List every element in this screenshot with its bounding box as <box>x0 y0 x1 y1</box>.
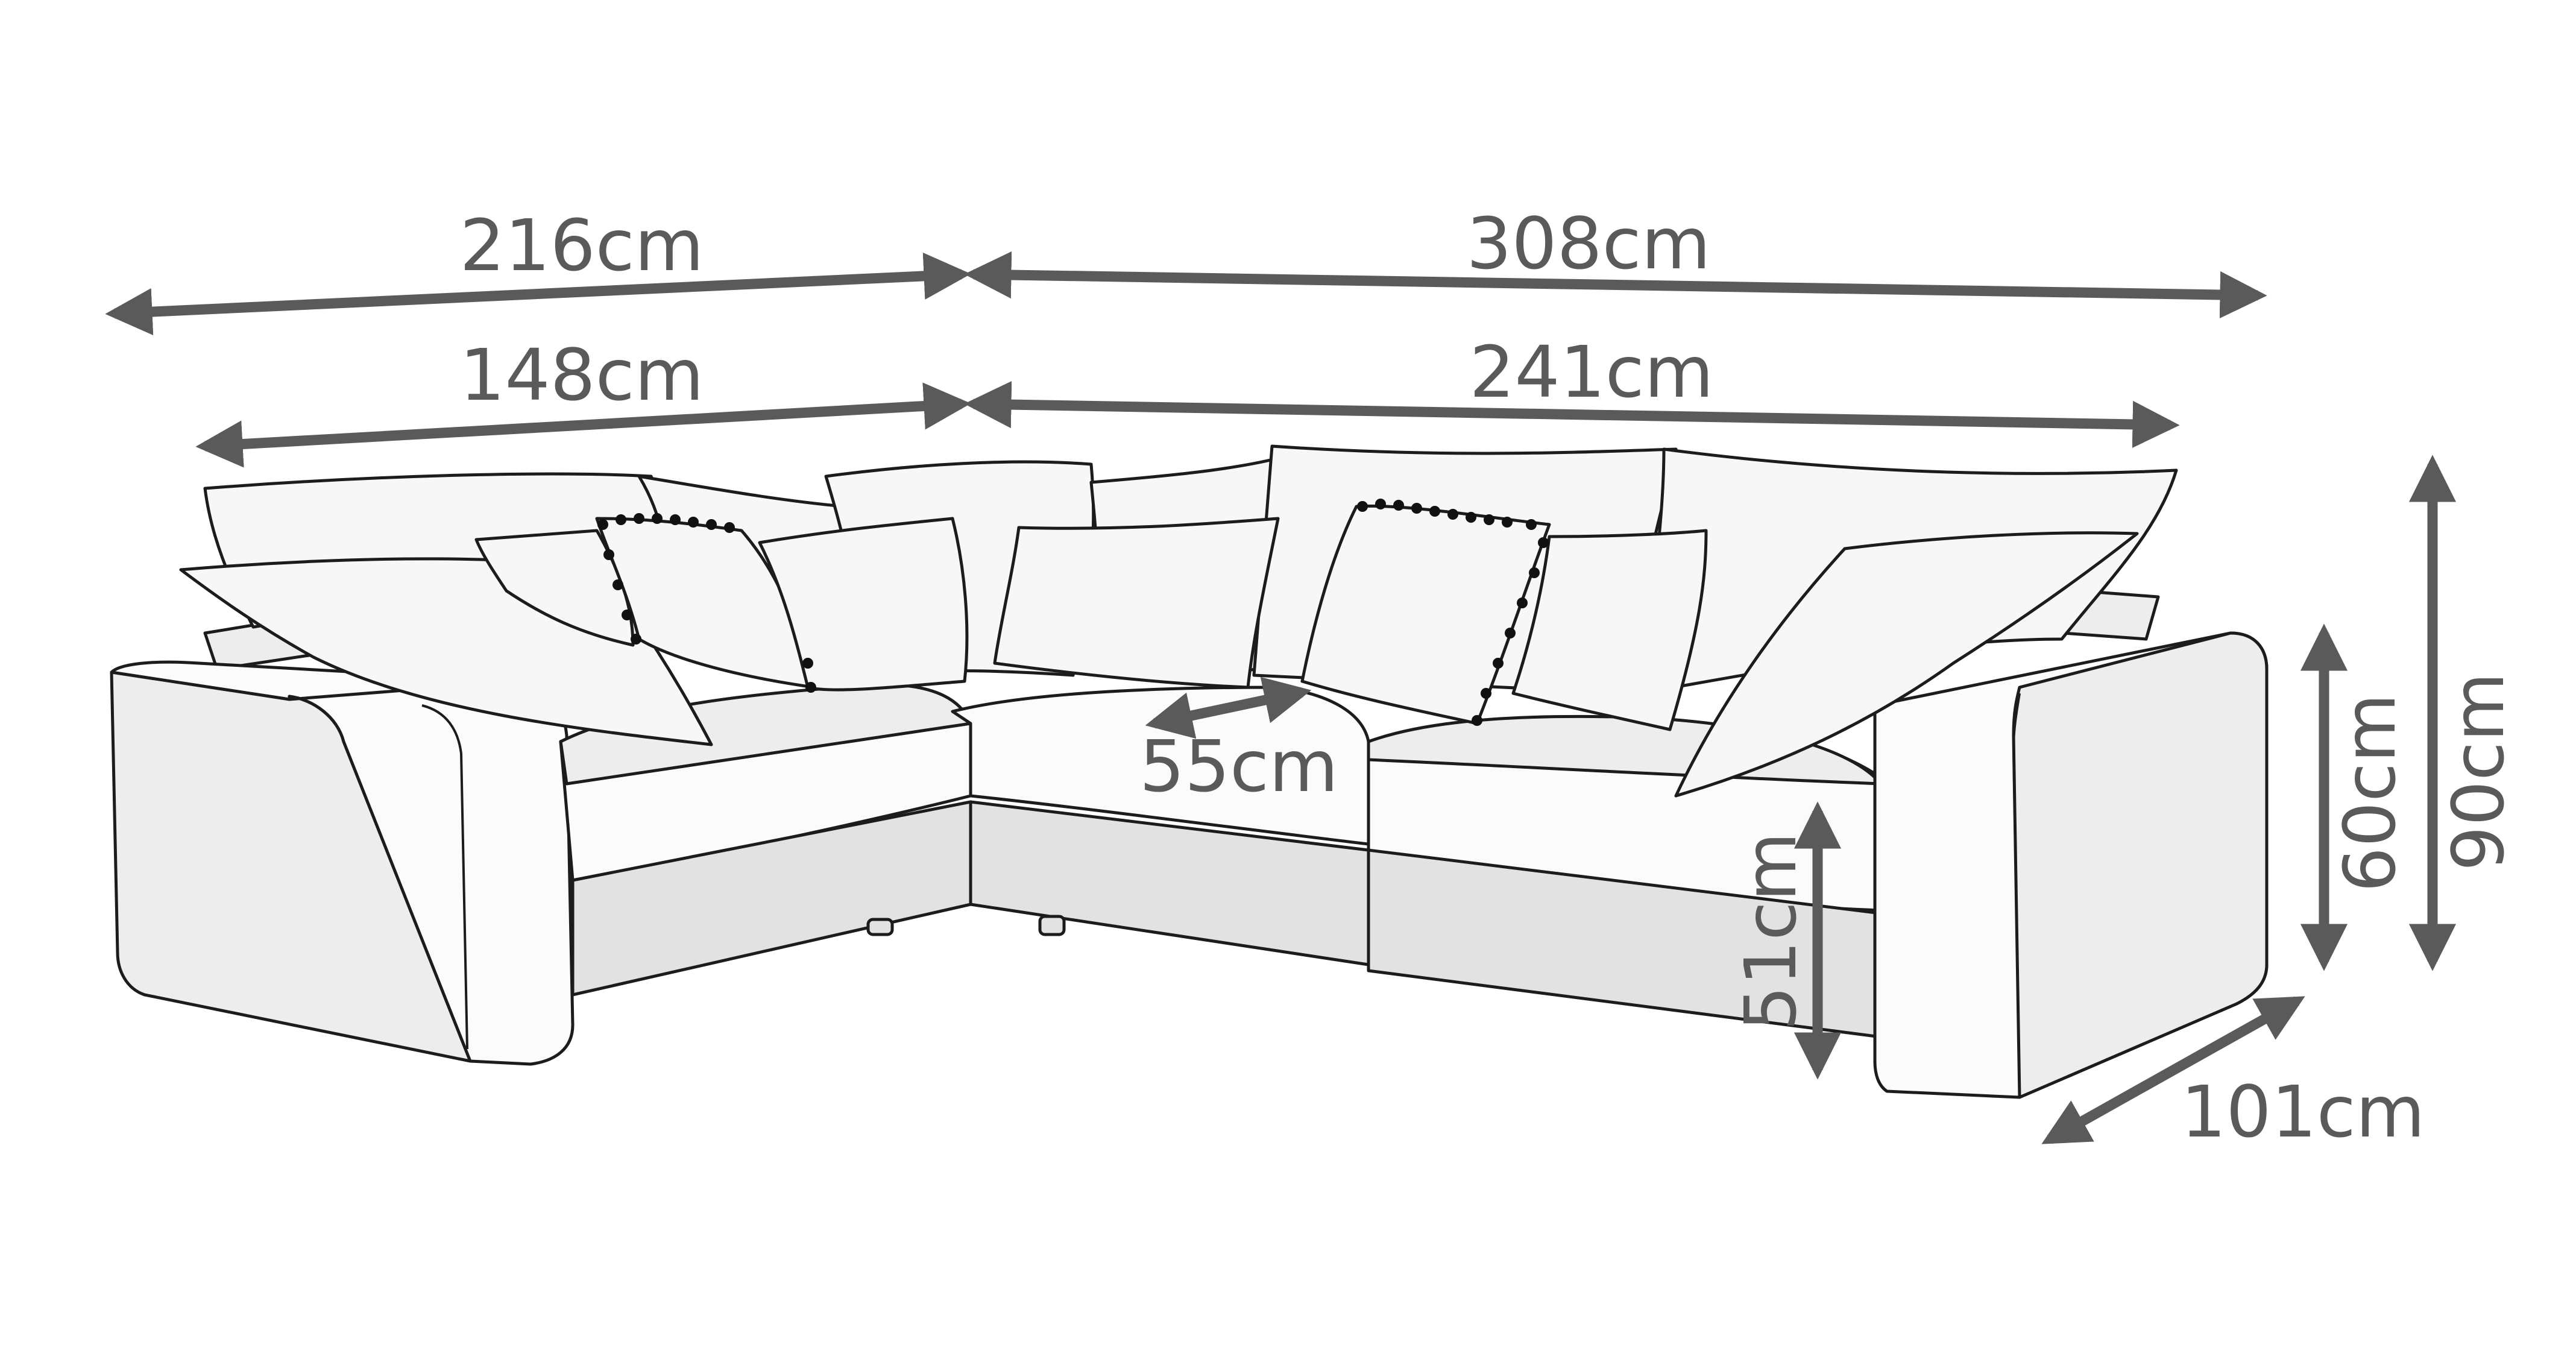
sofa-foot-left <box>866 918 894 936</box>
scatter-pillow-left-flat <box>758 517 969 692</box>
seat-height-label: 51cm <box>1729 832 1812 1031</box>
dimension-annotations: 216cm 308cm 148cm 241cm 55cm 51cm 60cm 9… <box>105 202 2520 1153</box>
right-arm-piping <box>2012 693 2021 1092</box>
overall-left-width-label: 216cm <box>459 204 704 287</box>
overall-left-width-arrow <box>105 252 971 336</box>
arm-height-label: 60cm <box>2328 693 2411 892</box>
overall-right-width-label: 308cm <box>1466 202 1710 285</box>
scatter-pillow-right-small <box>1511 529 1708 731</box>
seat-right-width-label: 241cm <box>1469 330 1713 414</box>
seat-depth-label: 55cm <box>1139 725 1338 808</box>
pillow-fringe-left-trim <box>597 513 816 693</box>
total-depth-label: 101cm <box>2181 1070 2425 1153</box>
seat-left-width-label: 148cm <box>459 333 704 417</box>
left-arm-piping <box>421 704 468 1050</box>
pillow-fringe-right-trim <box>1357 499 1549 726</box>
seat-left-width-arrow <box>195 382 971 468</box>
scatter-pillow-corner <box>993 517 1280 689</box>
seat-depth-arrow <box>1145 676 1312 739</box>
seat-right-width-arrow <box>964 381 2180 448</box>
scatter-pillow-right-big <box>1674 531 2139 798</box>
overall-right-width-arrow <box>964 251 2267 319</box>
sofa-foot-corner <box>1038 915 1066 936</box>
total-depth-arrow <box>2041 996 2305 1144</box>
right-arm-front <box>2012 631 2269 1099</box>
total-height-label: 90cm <box>2437 672 2520 871</box>
corner-sofa-illustration <box>110 444 2269 1099</box>
